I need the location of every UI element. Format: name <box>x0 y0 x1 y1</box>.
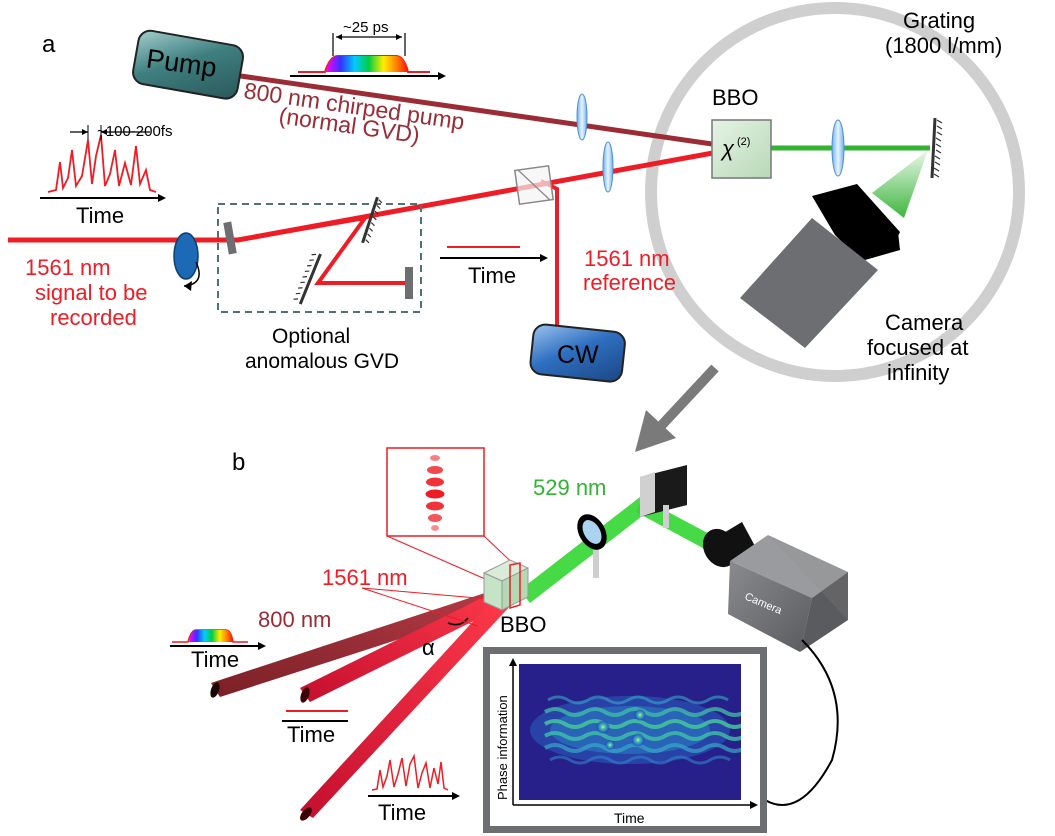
chi-symbol: χ <box>720 136 735 161</box>
gvd-beam-path <box>237 215 410 285</box>
zoom-ring <box>645 2 1025 382</box>
panel-b-label: b <box>232 449 245 476</box>
reference-beam-end <box>300 687 310 703</box>
pump-beam <box>219 70 741 151</box>
pump-pulse-width: ~25 ps <box>343 19 388 36</box>
cw-laser <box>529 323 626 383</box>
camera-a <box>740 184 900 348</box>
chi-superscript: (2) <box>737 136 750 148</box>
pump-lens <box>576 93 588 141</box>
reference-label-line2: reference <box>583 270 676 295</box>
time-label-pump-b: Time <box>191 647 239 672</box>
pump-pulse-icon-b <box>170 629 266 650</box>
beam-splitter <box>513 164 555 206</box>
mirror <box>223 221 237 255</box>
zoom-arrow <box>635 364 719 452</box>
panel-a-label: a <box>42 31 56 58</box>
signal-label-line1: 1561 nm <box>25 255 111 280</box>
pump-laser <box>132 29 245 100</box>
lens-b <box>577 514 607 578</box>
bbo-label-a: BBO <box>712 85 758 110</box>
bbo-crystal-a <box>711 119 772 179</box>
camera-label-line1: Camera <box>885 310 964 335</box>
signal-time-label: Time <box>76 203 124 228</box>
signal-lens <box>602 141 614 193</box>
pump-beam-b <box>211 588 508 697</box>
signal-pulse-icon-b <box>368 753 460 800</box>
bbo-label-b: BBO <box>500 612 546 637</box>
signal-label-line3: recorded <box>50 305 137 330</box>
grating-label-line1: Grating <box>903 8 975 33</box>
interferogram-inset <box>483 647 767 833</box>
gvd-grating-1 <box>361 196 383 244</box>
signal-beam-b <box>300 592 512 818</box>
camera-label-line2: focused at <box>867 335 969 360</box>
grating-label-line2: (1800 l/mm) <box>885 33 1002 58</box>
pump-wavelength-label: 800 nm <box>258 607 331 632</box>
signal-pulse-width: ~100-200fs <box>97 123 172 140</box>
green-wavelength-label: 529 nm <box>533 475 606 500</box>
waveplate <box>173 232 200 291</box>
fringe-inset <box>386 447 523 583</box>
camera-b <box>702 522 848 652</box>
grating-b <box>640 465 687 528</box>
time-label-signal-b: Time <box>378 800 426 825</box>
reference-time-label: Time <box>468 263 516 288</box>
heatmap-fringes <box>530 695 741 765</box>
inset-ylabel: Phase information <box>495 695 510 800</box>
camera-cable <box>764 639 839 806</box>
inset-xlabel: Time <box>614 810 645 826</box>
bbo-crystal-b <box>482 559 530 611</box>
green-beam-b-1 <box>520 497 650 603</box>
gvd-dashed-box <box>217 203 422 313</box>
angle-label: α <box>422 635 435 660</box>
cw-reference-icon <box>440 246 548 262</box>
chirped-pulse-icon <box>290 33 446 80</box>
pump-beam-end <box>210 682 220 698</box>
gvd-end-mirror <box>405 267 413 299</box>
angle-arc <box>447 617 469 626</box>
time-label-reference-b: Time <box>287 722 335 747</box>
reference-label-line1: 1561 nm <box>584 246 670 271</box>
gvd-grating-2 <box>293 253 322 305</box>
signal-beam-end <box>300 807 312 821</box>
gvd-label-line1: Optional <box>272 325 350 348</box>
diffracted-fan <box>872 150 928 218</box>
green-lens <box>831 119 845 177</box>
camera-label-line3: infinity <box>887 360 949 385</box>
reference-pulse-icon-b <box>282 710 348 722</box>
reference-beam-b <box>300 588 512 702</box>
signal-label-line2: signal to be <box>35 280 148 305</box>
label-leader-1 <box>361 587 501 601</box>
signal-pulse-train-icon <box>40 125 166 202</box>
label-leader-2 <box>361 587 479 627</box>
cw-label: CW <box>557 341 599 369</box>
gvd-label-line2: anomalous GVD <box>245 350 399 373</box>
diffraction-grating <box>930 117 943 179</box>
signal-wavelength-label: 1561 nm <box>322 565 408 590</box>
